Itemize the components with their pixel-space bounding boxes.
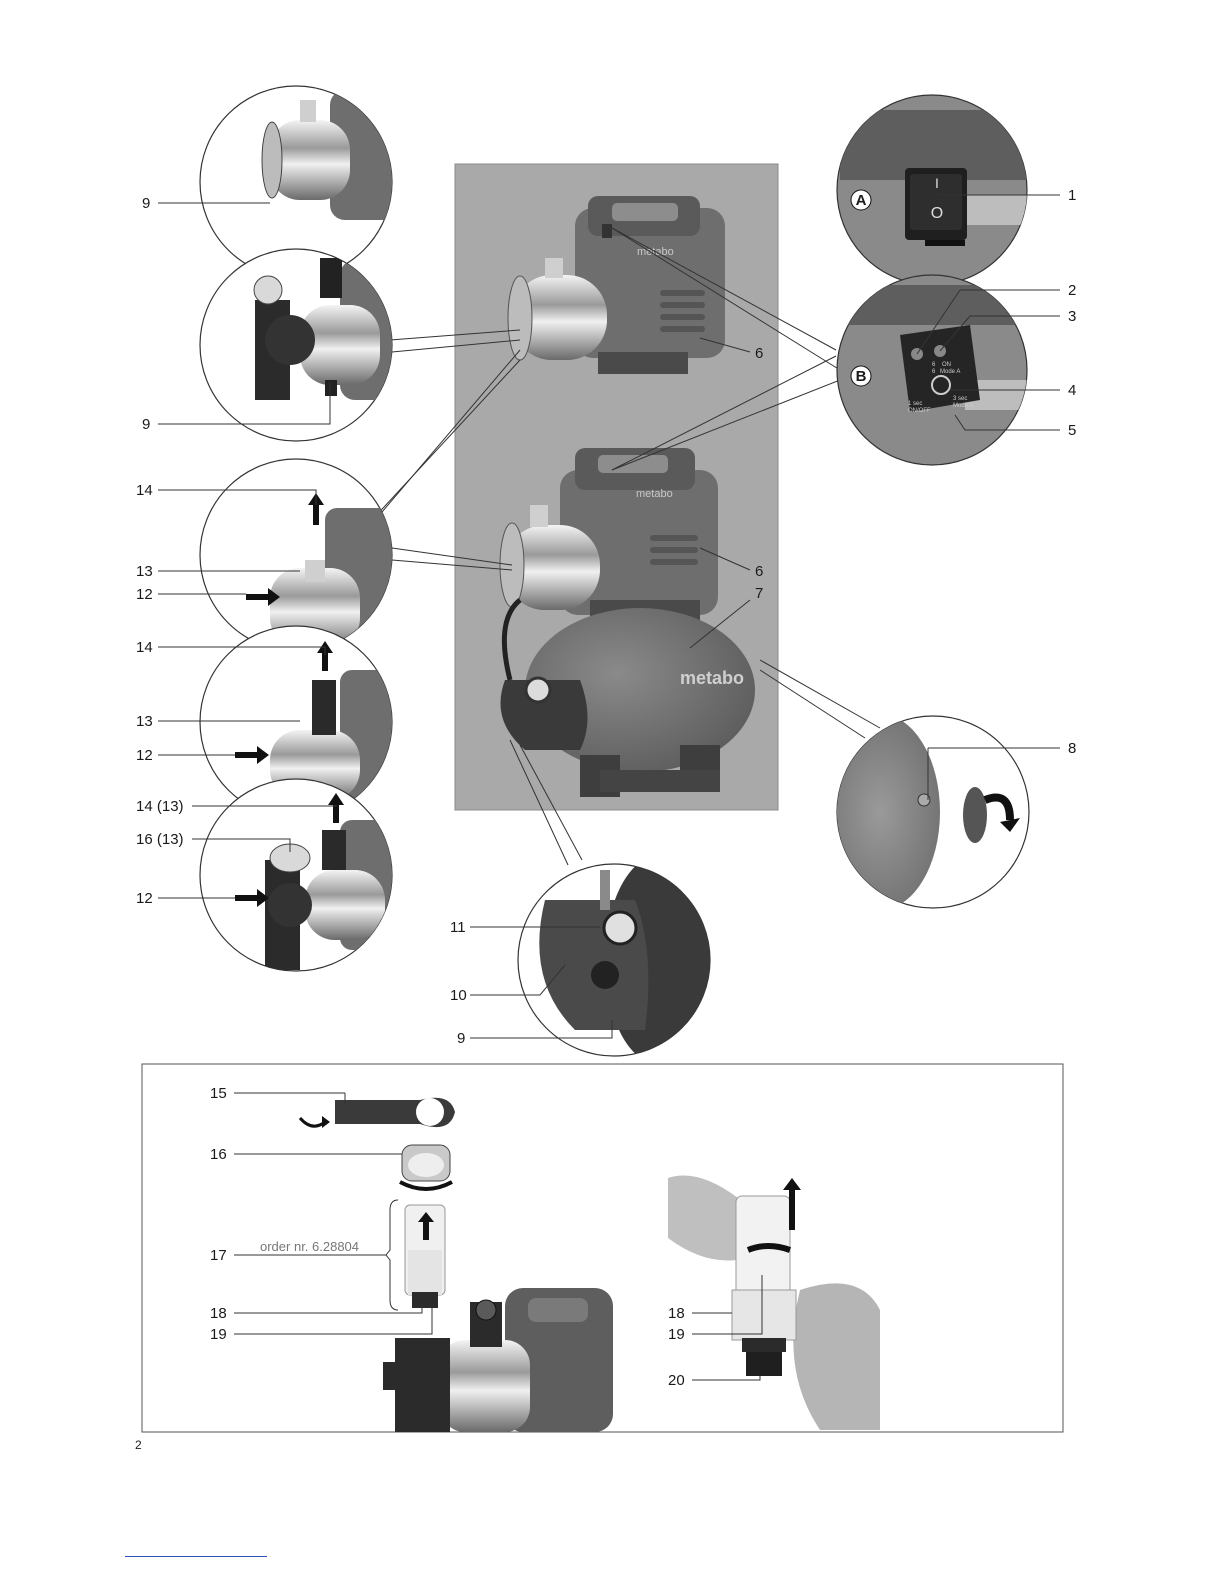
callout-12-b: 12 [136, 747, 153, 764]
main-photo-panel: metabo metabo metabo [455, 164, 778, 810]
brand-label-mid: metabo [636, 488, 673, 500]
callout-11: 11 [450, 919, 466, 936]
callout-5: 5 [1068, 422, 1076, 439]
panel-text-1sec: 1 sec [908, 401, 922, 407]
switch-on-symbol: I [935, 175, 939, 191]
callout-8: 8 [1068, 740, 1076, 757]
callout-12-a: 12 [136, 586, 153, 603]
callout-20: 20 [668, 1372, 685, 1389]
page-number: 2 [135, 1438, 142, 1452]
panel-led-text-4: Mode A [940, 369, 960, 375]
detail-panel-b: 1 sec ON/OFF 3 sec Mode A 6 ON 6 Mode A … [837, 275, 1040, 465]
footer-link-underline[interactable] [125, 1556, 267, 1557]
callout-9-c: 9 [457, 1030, 465, 1047]
callout-9-a: 9 [142, 195, 150, 212]
detail-manometer [518, 855, 715, 1065]
callout-6-top: 6 [755, 345, 763, 362]
callout-14-a: 14 [136, 482, 153, 499]
filter-cartridge [405, 1205, 445, 1308]
callout-1: 1 [1068, 187, 1076, 204]
callout-3: 3 [1068, 308, 1076, 325]
callout-7: 7 [755, 585, 763, 602]
callout-17: 17 [210, 1247, 227, 1264]
switch-off-symbol: O [931, 205, 943, 222]
callout-14-b: 14 [136, 639, 153, 656]
callout-13-a: 13 [136, 563, 153, 580]
callout-14-13: 14 (13) [136, 798, 184, 815]
filter-maintenance-box: 15 16 17 order nr. 6.28804 18 19 18 19 2… [142, 1064, 1063, 1432]
badge-a: A [856, 192, 867, 209]
order-number-note: order nr. 6.28804 [260, 1239, 359, 1254]
callout-2: 2 [1068, 282, 1076, 299]
callout-13-b: 13 [136, 713, 153, 730]
detail-switch-a: I O A [837, 95, 1045, 285]
callout-18-b: 18 [668, 1305, 685, 1322]
detail-tank-valve [820, 714, 1029, 910]
brand-label-tank: metabo [680, 668, 744, 688]
callout-18-a: 18 [210, 1305, 227, 1322]
detail-left-3 [200, 459, 405, 651]
callout-10: 10 [450, 987, 467, 1004]
callout-6-bottom: 6 [755, 563, 763, 580]
panel-text-onoff: ON/OFF [908, 408, 931, 414]
callout-19-a: 19 [210, 1326, 227, 1343]
callout-9-b: 9 [142, 416, 150, 433]
callout-16-13: 16 (13) [136, 831, 184, 848]
callout-16: 16 [210, 1146, 227, 1163]
callout-15: 15 [210, 1085, 227, 1102]
badge-b: B [856, 368, 867, 385]
callout-12-c: 12 [136, 890, 153, 907]
detail-left-2 [200, 249, 410, 441]
panel-led-text-2: ON [942, 362, 951, 368]
panel-text-modea: Mode A [953, 403, 973, 409]
detail-left-5 [200, 779, 410, 971]
panel-text-3sec: 3 sec [953, 396, 967, 402]
callout-4: 4 [1068, 382, 1076, 399]
callout-19-b: 19 [668, 1326, 685, 1343]
